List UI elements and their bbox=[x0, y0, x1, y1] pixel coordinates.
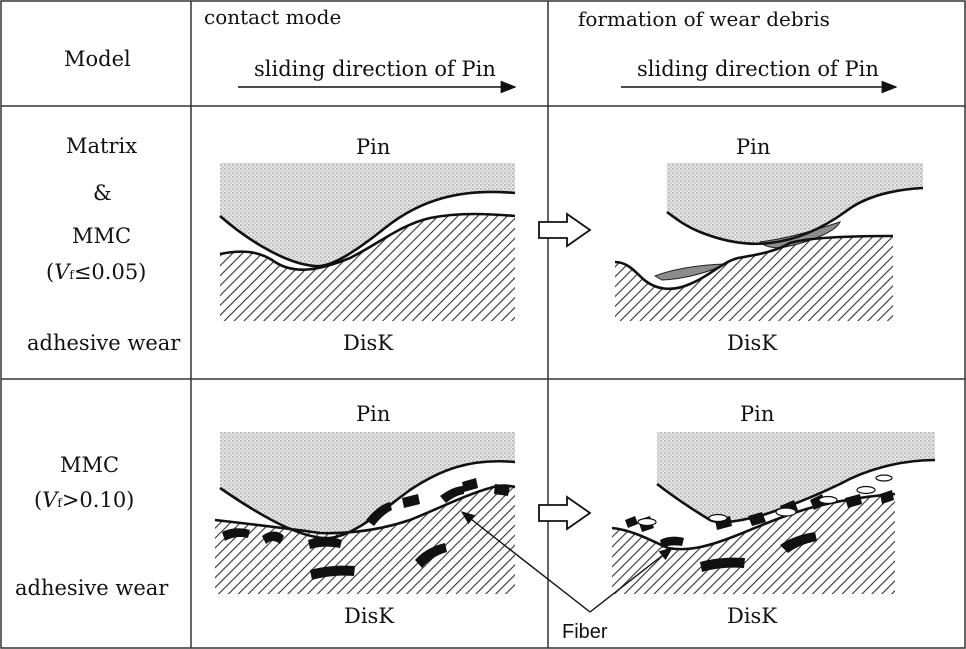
row2-right-pin bbox=[657, 432, 935, 523]
header-sliding-right: sliding direction of Pin bbox=[637, 57, 879, 81]
fiber bbox=[310, 565, 355, 580]
row2-disk-left: DisK bbox=[344, 604, 395, 628]
fiber bbox=[780, 532, 817, 553]
row2-left-pin-edge bbox=[219, 459, 516, 540]
fiber bbox=[748, 512, 766, 526]
vf-sub: f bbox=[69, 268, 74, 282]
vf-v: V bbox=[54, 260, 70, 284]
row1-right-disk bbox=[615, 236, 893, 321]
header-model: Model bbox=[64, 47, 131, 71]
row1-left-pin-edge bbox=[219, 190, 516, 268]
row1-debris-illustration bbox=[614, 163, 924, 321]
row2-right-disk bbox=[612, 494, 895, 594]
row1-disk-right: DisK bbox=[727, 331, 778, 355]
row2-right-pin-edge bbox=[656, 458, 936, 524]
fiber bbox=[308, 537, 342, 549]
fiber-label: Fiber bbox=[562, 621, 608, 643]
row1-label-vf: (Vf≤0.05) bbox=[46, 262, 146, 283]
row2-left-fibers bbox=[222, 478, 510, 580]
fiber bbox=[462, 478, 478, 492]
row2-label-mmc: MMC bbox=[60, 453, 120, 477]
row2-right-disk-edge bbox=[611, 492, 896, 551]
row1-transition-arrow bbox=[538, 212, 592, 248]
vf-open: ( bbox=[46, 260, 55, 284]
row2-disk-right: DisK bbox=[727, 604, 778, 628]
row1-left-disk-edge bbox=[219, 212, 516, 271]
fiber bbox=[440, 486, 464, 503]
vf-rest: ≤0.05) bbox=[73, 260, 147, 284]
fiber-pointer-lines bbox=[460, 511, 674, 613]
row1-wear-label: adhesive wear bbox=[27, 331, 181, 355]
row2-left-disk bbox=[215, 485, 515, 594]
fiber bbox=[366, 502, 392, 526]
fiber bbox=[700, 557, 745, 572]
row2-contact-illustration bbox=[214, 432, 516, 594]
row2-left-pin bbox=[220, 432, 515, 539]
row1-pin-right: Pin bbox=[736, 135, 771, 159]
row1-label-mmc: MMC bbox=[72, 224, 132, 248]
row1-contact-illustration bbox=[219, 163, 516, 321]
fiber bbox=[660, 536, 684, 548]
vf-sub: f bbox=[57, 496, 62, 510]
row1-pin-left: Pin bbox=[356, 135, 391, 159]
row2-pin-right: Pin bbox=[740, 402, 775, 426]
header-formation: formation of wear debris bbox=[578, 7, 830, 31]
vf-v: V bbox=[42, 488, 58, 512]
vf-rest: >0.10) bbox=[61, 488, 135, 512]
row1-label-amp: & bbox=[93, 181, 112, 205]
row1-right-pin bbox=[667, 163, 923, 244]
header-sliding-left: sliding direction of Pin bbox=[254, 57, 496, 81]
row2-debris-illustration bbox=[611, 432, 936, 594]
row1-left-pin bbox=[220, 163, 515, 267]
fiber bbox=[415, 543, 447, 568]
row1-left-disk bbox=[220, 214, 515, 321]
fiber bbox=[845, 494, 862, 508]
row1-disk-left: DisK bbox=[343, 331, 394, 355]
fiber bbox=[625, 516, 638, 528]
row2-pin-left: Pin bbox=[356, 402, 391, 426]
vf-open: ( bbox=[34, 488, 43, 512]
row2-wear-label: adhesive wear bbox=[15, 576, 169, 600]
row2-label-vf: (Vf>0.10) bbox=[34, 490, 134, 511]
row1-label-matrix: Matrix bbox=[66, 134, 138, 158]
fiber bbox=[222, 528, 250, 541]
fiber bbox=[880, 490, 894, 504]
row2-right-fibers bbox=[625, 490, 894, 572]
fiber bbox=[262, 531, 284, 544]
row2-right-debris-flakes bbox=[637, 474, 893, 527]
fiber bbox=[494, 484, 510, 496]
row2-transition-arrow bbox=[538, 495, 592, 531]
fiber bbox=[402, 494, 420, 508]
header-contact-mode: contact mode bbox=[204, 5, 342, 29]
row1-right-disk-edge bbox=[614, 234, 894, 291]
row1-right-pin-edge bbox=[666, 186, 924, 246]
